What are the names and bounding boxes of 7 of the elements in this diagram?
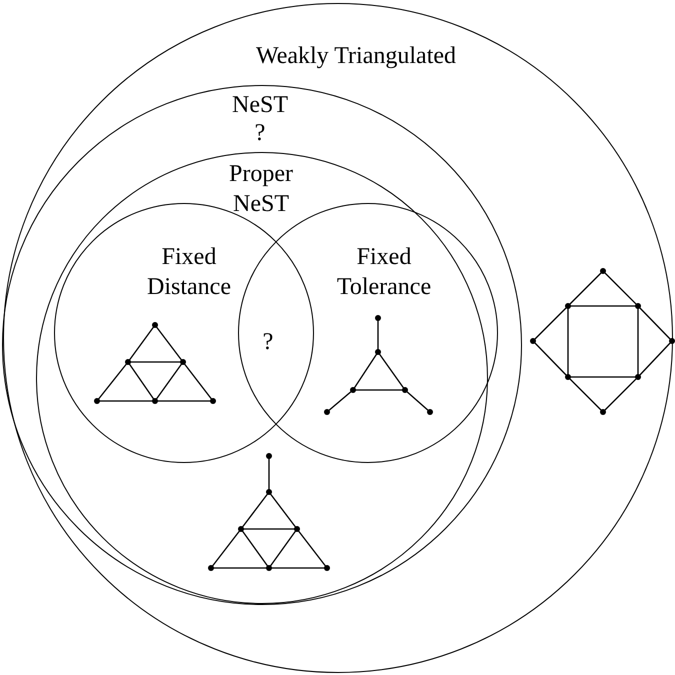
set-label: Weakly Triangulated bbox=[254, 42, 458, 71]
set-label: Proper NeST bbox=[228, 160, 294, 219]
set-label: ? bbox=[254, 119, 266, 148]
set-label: Fixed Tolerance bbox=[336, 243, 432, 302]
set-label: Fixed Distance bbox=[146, 243, 232, 302]
question-mark-label: ? bbox=[262, 328, 274, 357]
set-label: NeST bbox=[231, 91, 289, 120]
